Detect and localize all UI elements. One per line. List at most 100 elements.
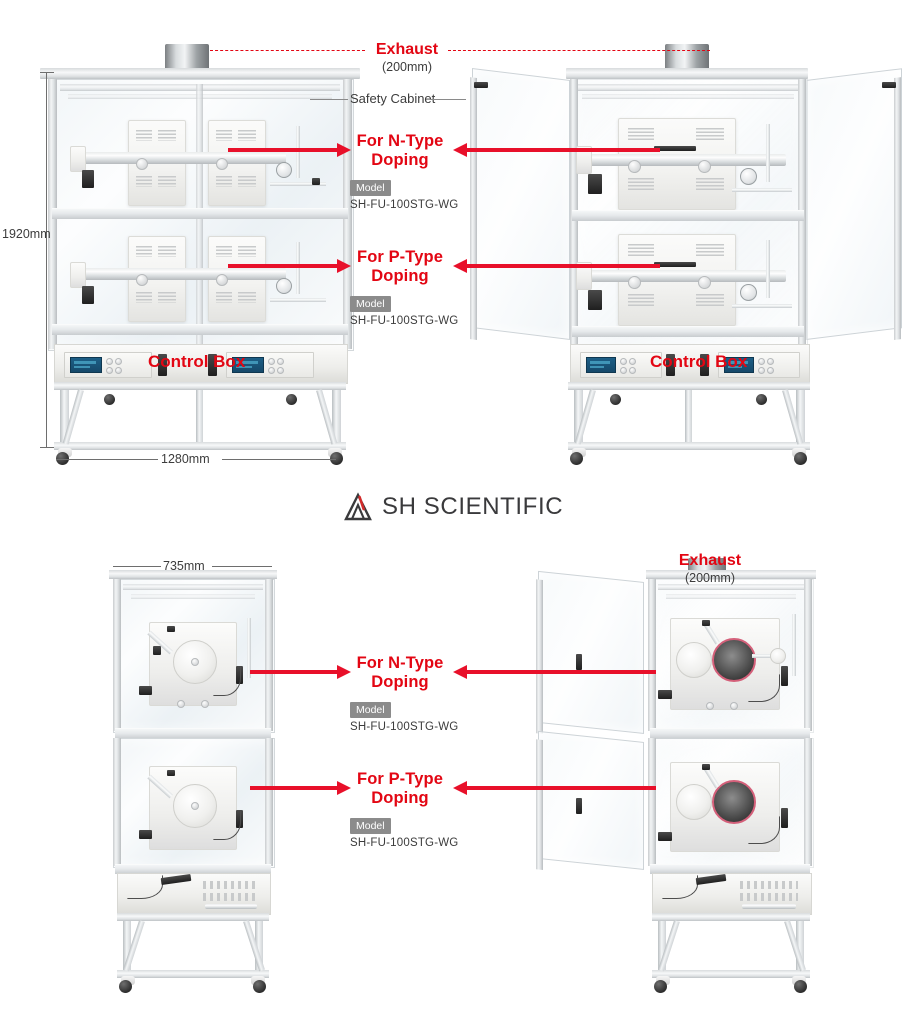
quartz-tube-open-lower — [582, 270, 786, 282]
bottom-door-upper-handle — [576, 654, 582, 670]
triangle-a-logo-icon — [343, 492, 373, 522]
controller-knob-open-l1[interactable] — [620, 358, 627, 365]
bottom-left-caster-wheel-l — [119, 980, 132, 993]
controller-display-left — [70, 357, 102, 373]
bottom-left-cb-vent-1 — [203, 881, 259, 889]
controller-knob-left-2[interactable] — [115, 358, 122, 365]
controller-knob-right-2[interactable] — [277, 358, 284, 365]
arrow-n-type-right-bottom — [453, 664, 656, 679]
model-code-n-top: SH-FU-100STG-WG — [350, 199, 459, 211]
controller-knob-open-l2[interactable] — [629, 358, 636, 365]
controller-knob-open-l3[interactable] — [620, 367, 627, 374]
controller-knob-right-3[interactable] — [268, 367, 275, 374]
furnace-vent-lr-2 — [238, 246, 256, 257]
control-box-connector-open-r — [700, 354, 709, 376]
cabinet-bottom-shelf-open — [572, 326, 804, 337]
top-front-view-unit — [40, 44, 360, 465]
bottom-door-lower-post — [536, 739, 543, 870]
base-top-rail — [54, 382, 346, 390]
control-box-label-left: Control Box — [148, 352, 246, 371]
furnace-open-lower-handle — [654, 262, 696, 267]
height-dimension-label: 1920mm — [2, 227, 51, 241]
bottom-right-caster-wheel-l — [654, 980, 667, 993]
controller-knob-left-1[interactable] — [106, 358, 113, 365]
caster-open-rear-right — [756, 394, 767, 405]
bottom-right-post-r — [804, 579, 812, 731]
callout-n-type-line2-top: Doping — [371, 151, 429, 169]
controller-display-open-left — [586, 357, 616, 373]
controller-knob-open-l4[interactable] — [629, 367, 636, 374]
pressure-gauge-open-upper — [740, 168, 757, 185]
bottom-side-view-unit — [105, 570, 280, 993]
furnace-sensor-open-upper — [781, 666, 788, 686]
furnace-bracket-upper — [153, 646, 161, 655]
door-right-hinge-post — [894, 77, 901, 341]
furnace-vent-lr-4 — [238, 292, 256, 303]
controller-knob-right-1[interactable] — [268, 358, 275, 365]
arrow-n-type-left-top — [228, 142, 351, 157]
quartz-tube-lower — [76, 268, 286, 280]
furnace-vent-lr-1 — [216, 246, 232, 257]
furnace-foot-upper-2 — [201, 700, 209, 708]
furnace-open-upper-vent-3 — [628, 178, 654, 190]
furnace-vent-ul-1 — [136, 130, 152, 141]
cabinet-mid-shelf — [52, 208, 348, 219]
tube-flange-open-upper — [576, 146, 592, 174]
bottom-left-post-l2 — [113, 738, 121, 866]
furnace-railing-upper — [247, 618, 251, 678]
top-open-door-unit — [470, 44, 902, 465]
furnace-vent-ll-4 — [158, 292, 176, 303]
bottom-left-base-bottom — [117, 970, 269, 978]
door-left-hinge-post — [470, 77, 477, 341]
bottom-left-leg-r — [255, 921, 263, 976]
furnace-rod-tip-upper — [167, 626, 175, 632]
bottom-left-cb-vent-2 — [203, 893, 259, 901]
arrow-p-type-left-top — [228, 258, 351, 273]
controller-knob-right-4[interactable] — [277, 367, 284, 374]
callout-p-type-title-bottom: For P-Type Doping — [348, 770, 452, 808]
bottom-width-dim-left — [113, 566, 161, 567]
cabinet-top-cap — [40, 68, 360, 79]
controller-knob-open-r1[interactable] — [758, 358, 765, 365]
arrow-n-type-left-bottom — [250, 664, 351, 679]
bottom-right-cb-rail — [742, 904, 796, 909]
bottom-left-inner-rail-1 — [123, 584, 263, 590]
exhaust-dash-line-left — [210, 50, 365, 51]
cabinet-door-right-open[interactable] — [806, 68, 902, 341]
bottom-right-mid-shelf — [650, 728, 810, 739]
cabinet-door-left-open[interactable] — [472, 67, 570, 341]
bottom-door-lower-open[interactable] — [538, 730, 644, 870]
furnace-port-center-lower — [191, 802, 199, 810]
pressure-gauge-upper — [276, 162, 292, 178]
pressure-gauge-lower — [276, 278, 292, 294]
controller-knob-left-3[interactable] — [106, 367, 113, 374]
cabinet-mid-shelf-open — [572, 210, 804, 221]
bottom-left-post-l — [113, 579, 121, 731]
flow-controller-upper — [82, 170, 94, 188]
controller-knob-open-r4[interactable] — [767, 367, 774, 374]
controller-knob-left-4[interactable] — [115, 367, 122, 374]
bottom-left-cb-rail — [205, 904, 257, 909]
furnace-foot-open-u2 — [730, 702, 738, 710]
exhaust-stack-icon-open — [665, 44, 709, 70]
bottom-left-base-top — [117, 913, 269, 921]
furnace-vent-ll-3 — [136, 292, 152, 303]
furnace-junction-upper — [139, 686, 152, 695]
tube-valve-open-lower-2 — [698, 276, 711, 289]
tube-valve-open-upper-1 — [628, 160, 641, 173]
controller-knob-open-r3[interactable] — [758, 367, 765, 374]
furnace-cable-open-upper — [748, 674, 780, 702]
bottom-left-post-r2 — [265, 738, 273, 866]
callout-n-type-title-top: For N-Type Doping — [348, 132, 452, 170]
furnace-railing-open-upper — [792, 614, 796, 676]
gas-pipe-upper-h — [270, 182, 326, 186]
controller-knob-open-r2[interactable] — [767, 358, 774, 365]
callout-p-type-line2-top: Doping — [371, 267, 429, 285]
callout-p-type-title-top: For P-Type Doping — [348, 248, 452, 286]
exhaust-label-top: Exhaust — [375, 41, 439, 58]
bottom-door-upper-open[interactable] — [538, 570, 644, 734]
bottom-door-upper-post — [536, 579, 543, 734]
bottom-width-dim-right — [212, 566, 272, 567]
arrow-p-type-right-bottom — [453, 780, 656, 795]
caster-wheel-open-fl — [570, 452, 583, 465]
